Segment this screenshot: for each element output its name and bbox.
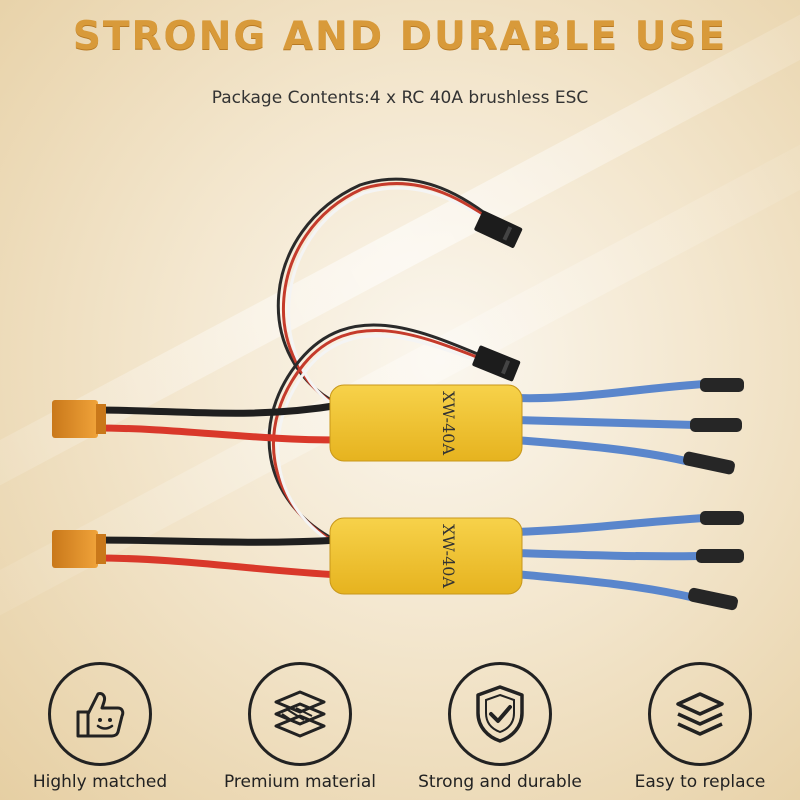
layers-icon [248, 662, 352, 766]
servo-lead [276, 177, 506, 415]
feature-label: Easy to replace [634, 772, 766, 792]
esc-unit: XW-40A [52, 511, 744, 611]
feature-highly-matched: Highly matched [0, 662, 200, 792]
feature-label: Premium material [223, 772, 376, 792]
xt60-connector [52, 530, 106, 568]
xt60-connector [52, 400, 106, 438]
feature-row: Highly matched Premium material Strong a… [0, 662, 800, 800]
esc-label: XW-40A [439, 391, 458, 455]
feature-premium-material: Premium material [200, 662, 400, 792]
thumbs-up-icon [48, 662, 152, 766]
stack-icon [648, 662, 752, 766]
servo-connector [472, 345, 521, 382]
shield-check-icon [448, 662, 552, 766]
headline: STRONG AND DURABLE USE [72, 14, 728, 59]
servo-connector [474, 210, 523, 248]
subtitle: Package Contents:4 x RC 40A brushless ES… [211, 88, 589, 108]
feature-label: Strong and durable [418, 772, 582, 792]
esc-label: XW-40A [439, 524, 458, 588]
feature-easy-replace: Easy to replace [600, 662, 800, 792]
feature-label: Highly matched [32, 772, 168, 792]
esc-unit: XW-40A [52, 378, 744, 475]
feature-strong-durable: Strong and durable [400, 662, 600, 792]
servo-lead [267, 323, 486, 550]
